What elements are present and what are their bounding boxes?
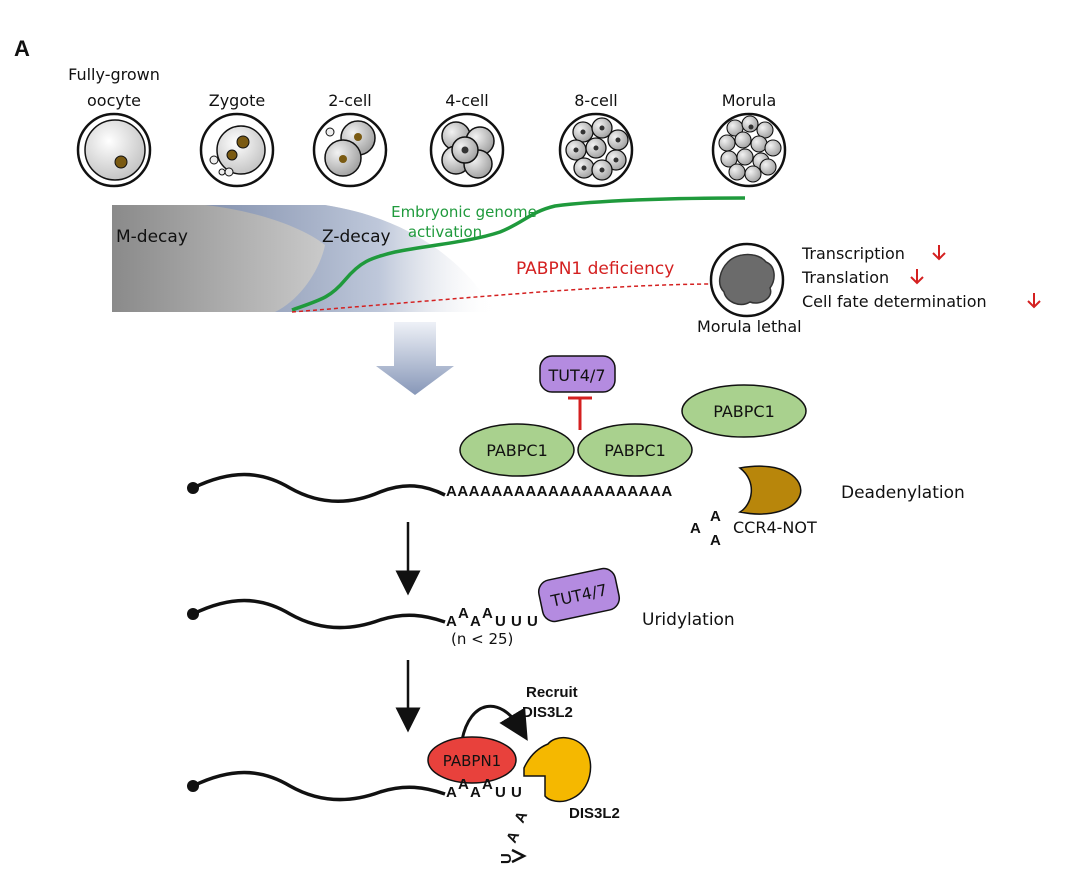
pabpn1-blob <box>427 736 517 784</box>
stage-label-oocyte-line1: Fully-grown <box>68 65 160 84</box>
dis3l2-pacman <box>523 737 592 803</box>
stage-label-morula: Morula <box>722 91 777 110</box>
down-arrow-icon <box>932 245 946 261</box>
tail-3-3: A <box>482 776 493 793</box>
step-deadenylation: TUT4/7 PABPC1 PABPC1 PABPC1 AAAAAAAAAAAA… <box>187 355 965 549</box>
tail-2-4: U <box>495 613 506 630</box>
polya-tail: AAAAAAAAAAAAAAAAAAAA <box>446 483 673 500</box>
stage-label-oocyte-line2: oocyte <box>87 91 141 110</box>
deficiency-curve <box>291 283 716 313</box>
tail-3-4: U <box>495 784 506 801</box>
released-a-1: A <box>690 520 701 537</box>
released-3-2: U <box>498 853 515 864</box>
lethal-embryo-illustration <box>709 242 785 318</box>
recruit-line1: Recruit <box>526 684 578 701</box>
panel-label: A <box>14 36 30 61</box>
z-decay-label: Z-decay <box>322 227 391 247</box>
stage-label-2cell: 2-cell <box>328 91 371 110</box>
stage-labels: Fully-grown oocyte Zygote 2-cell 4-cell … <box>68 65 776 110</box>
down-arrow-icon <box>910 269 924 285</box>
pabpc1-blob-c <box>681 384 807 438</box>
step-uridylation: A A A A U U U (n < 25) TUT4/7 Uridylatio… <box>187 567 735 648</box>
mrna-strand-3 <box>192 770 446 802</box>
tail-2-0: A <box>446 613 457 630</box>
tail-2-2: A <box>470 613 481 630</box>
released-a-2: A <box>710 508 721 525</box>
transition-arrow <box>376 322 454 395</box>
pabpc1-blob-a <box>459 423 575 477</box>
n-note: (n < 25) <box>451 630 513 648</box>
step-dis3l2-decay: Recruit DIS3L2 PABPN1 A A A A U U A A U … <box>187 684 620 864</box>
stage-label-8cell: 8-cell <box>574 91 617 110</box>
mrna-strand-1 <box>192 472 446 503</box>
pabpc1-label-c: PABPC1 <box>713 402 775 421</box>
eight-cell-illustration <box>558 112 634 188</box>
m-decay-label: M-decay <box>116 227 188 247</box>
lethal-label: Morula lethal <box>697 317 802 336</box>
tail-2-5: U <box>511 613 522 630</box>
two-cell-illustration <box>312 112 388 188</box>
oocyte-illustration <box>76 112 152 188</box>
released-a-3: A <box>710 532 721 549</box>
effects-list: Transcription Translation Cell fate dete… <box>801 244 1041 311</box>
dis3l2-label: DIS3L2 <box>569 805 620 822</box>
ega-curve <box>291 196 746 312</box>
released-3-0: A <box>511 809 531 826</box>
tut-blob-1 <box>539 355 616 393</box>
mrna-strand-2 <box>192 598 446 630</box>
tail-3-5: U <box>511 784 522 801</box>
z-decay-wedge <box>205 205 495 312</box>
tail-3-1: A <box>458 776 469 793</box>
recruit-line2: DIS3L2 <box>522 704 573 721</box>
tut-blob-2 <box>537 567 621 623</box>
pabpc1-label-b: PABPC1 <box>604 441 666 460</box>
deadenylation-label: Deadenylation <box>841 483 965 503</box>
tail-2-3: A <box>482 605 493 622</box>
ccr4-not-label: CCR4-NOT <box>733 518 817 537</box>
tail-3-2: A <box>470 784 481 801</box>
deficiency-label: PABPN1 deficiency <box>516 259 674 279</box>
recruit-arrow <box>460 704 528 741</box>
release-chevron-icon <box>511 848 527 864</box>
uridylation-label: Uridylation <box>642 610 735 630</box>
tail-2-6: U <box>527 613 538 630</box>
pabpc1-label-a: PABPC1 <box>486 441 548 460</box>
ega-label-line2: activation <box>408 223 482 241</box>
effect-cell-fate: Cell fate determination <box>802 292 987 311</box>
morula-illustration <box>711 112 787 188</box>
ega-label-line1: Embryonic genome <box>391 203 537 221</box>
tut-label-1: TUT4/7 <box>547 366 605 385</box>
down-arrow-icon <box>1027 293 1041 309</box>
effect-translation: Translation <box>801 268 889 287</box>
decay-wedges <box>112 205 495 312</box>
effect-transcription: Transcription <box>801 244 905 263</box>
stage-label-4cell: 4-cell <box>445 91 488 110</box>
zygote-illustration <box>199 112 275 188</box>
ccr4-not-pacman <box>737 465 802 515</box>
four-cell-illustration <box>429 112 505 188</box>
tail-2-1: A <box>458 605 469 622</box>
released-3-1: A <box>503 829 523 846</box>
pabpc1-blob-b <box>577 423 693 477</box>
stage-label-zygote: Zygote <box>209 91 266 110</box>
pabpn1-label: PABPN1 <box>443 752 501 770</box>
tail-3-0: A <box>446 784 457 801</box>
